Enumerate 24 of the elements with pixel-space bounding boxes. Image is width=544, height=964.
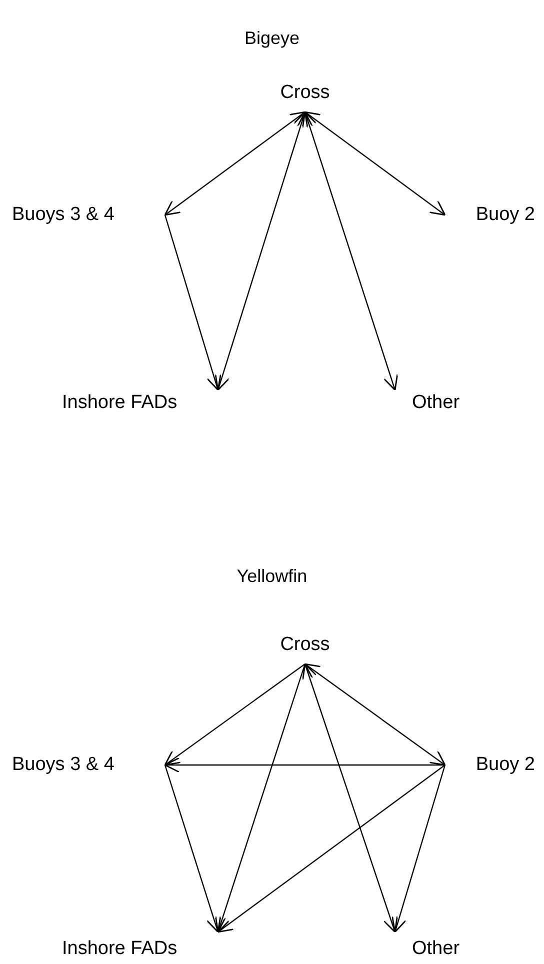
node-label: Other — [412, 392, 460, 414]
arrow — [214, 111, 308, 391]
arrow — [164, 757, 445, 773]
node-label: Buoys 3 & 4 — [12, 204, 114, 226]
arrow — [164, 664, 306, 766]
arrow — [302, 663, 398, 933]
arrow — [164, 111, 306, 216]
node-label: Buoy 2 — [476, 754, 535, 776]
chart-title: Bigeye — [244, 27, 300, 50]
arrow — [302, 111, 398, 391]
node-label: Cross — [280, 634, 330, 656]
node-label: Inshore FADs — [62, 392, 178, 414]
arrow — [304, 663, 446, 766]
arrow — [164, 764, 222, 933]
node-label: Buoys 3 & 4 — [12, 754, 114, 776]
node-label: Buoy 2 — [476, 204, 535, 226]
arrow — [304, 111, 446, 216]
node-label: Other — [412, 938, 460, 960]
arrow — [217, 764, 446, 933]
node-label: Cross — [280, 82, 330, 104]
chart-title: Yellowfin — [236, 565, 308, 588]
arrow — [392, 764, 446, 933]
arrow — [164, 214, 222, 391]
node-label: Inshore FADs — [62, 938, 178, 960]
